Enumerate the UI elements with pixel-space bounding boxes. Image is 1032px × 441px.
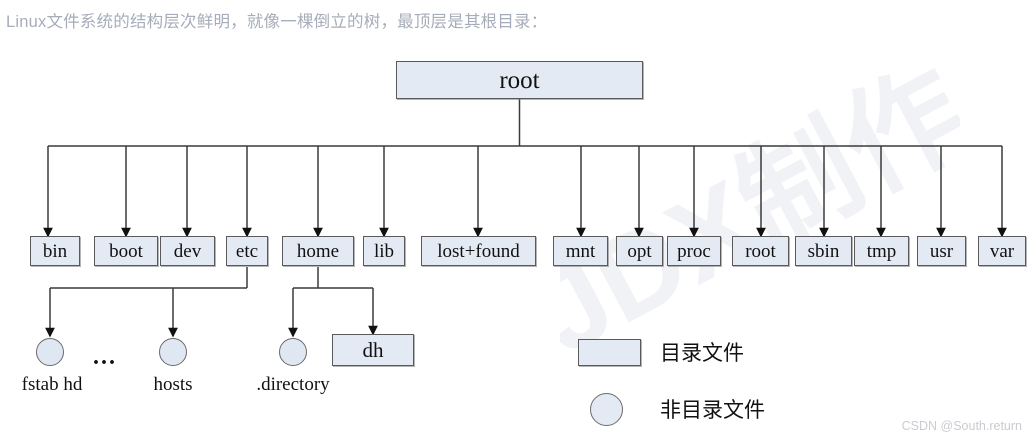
page-title: Linux文件系统的结构层次鲜明，就像一棵倒立的树，最顶层是其根目录： [6,13,548,31]
node-dh[interactable]: dh [332,334,414,366]
node-fstab-hd-circle[interactable] [36,338,64,366]
node-home[interactable]: home [282,236,354,266]
node-tmp[interactable]: tmp [854,236,909,266]
node-directory-circle[interactable] [279,338,307,366]
node-lost-found[interactable]: lost+found [421,236,536,266]
node-proc[interactable]: proc [667,236,721,266]
node-boot[interactable]: boot [94,236,158,266]
node-dev[interactable]: dev [160,236,215,266]
node-opt[interactable]: opt [616,236,663,266]
csdn-credit: CSDN @South.return [901,419,1022,433]
legend-directory-label: 目录文件 [660,341,744,365]
legend-file-swatch [590,393,623,426]
node-hosts-circle[interactable] [159,338,187,366]
node-sbin[interactable]: sbin [795,236,852,266]
label-fstab-hd: fstab hd [21,374,83,395]
node-root-dir[interactable]: root [732,236,789,266]
label-directory: .directory [256,374,330,395]
node-lib[interactable]: lib [363,236,405,266]
label-hosts: hosts [153,374,193,395]
node-mnt[interactable]: mnt [553,236,608,266]
legend-file-label: 非目录文件 [660,398,765,422]
ellipsis-more-etc-children: ... [93,344,117,370]
node-var[interactable]: var [978,236,1026,266]
node-usr[interactable]: usr [917,236,966,266]
node-root[interactable]: root [396,61,643,99]
node-bin[interactable]: bin [30,236,80,266]
legend-directory-swatch [578,339,641,366]
node-etc[interactable]: etc [226,236,268,266]
